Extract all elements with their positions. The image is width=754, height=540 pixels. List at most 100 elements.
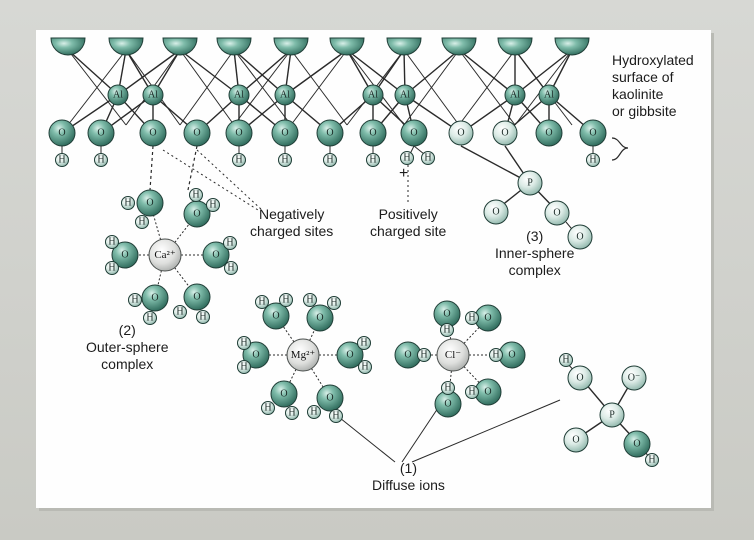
water-hydrogen: H [465,311,479,325]
water-hydrogen-shape [189,188,203,202]
protonated-hydrogen: H [400,151,414,165]
free-phosphorus-atom-label: P [609,410,615,421]
water-oxygen-shape [111,241,139,269]
water-hydrogen: H [357,336,371,350]
surface-oxygen-cap [329,37,365,56]
positive-site-line: charged site [370,223,447,239]
surface-oxygen-cap [386,37,422,56]
surface-oxygen-label: O [193,128,200,139]
water-hydrogen-shape [489,348,503,362]
phosphate-oxygen: O [567,224,593,250]
surface-oxygen: O [492,120,518,146]
bond-line [458,49,516,96]
aluminum-atom-shape [504,84,526,106]
phosphorus-atom-label: P [527,178,533,189]
water-hydrogen: H [224,261,238,275]
water-oxygen: O [136,189,164,217]
bond-line [290,49,348,126]
surface-hydroxyl-hydrogen-label: H [369,155,376,166]
aluminum-atom-shape [394,84,416,106]
water-hydrogen-label: H [492,350,499,361]
water-oxygen-shape [202,241,230,269]
phosphate-oxygen-minus: O⁻ [621,365,647,391]
water-oxygen: O [111,241,139,269]
chloride-ion-label: Cl⁻ [445,349,461,361]
phosphorus-atom: P [517,170,543,196]
phosphate-oxygen-label: O [553,208,560,219]
water-hydrogen-shape [357,336,371,350]
water-hydrogen-shape [441,381,455,395]
surface-oxygen-label: O [281,128,288,139]
water-oxygen-label: O [121,250,128,261]
aluminum-atom-shape [538,84,560,106]
phosphate-oxygen-label: O [576,373,583,384]
phosphate-oxygen-shape [544,200,570,226]
water-hydrogen: H [303,293,317,307]
surface-hydroxyl-hydrogen: H [323,153,337,167]
plus-sign: + [399,165,409,182]
magnesium-ion-label: Mg²⁺ [291,349,316,361]
water-hydrogen-shape [307,405,321,419]
bond-line [403,49,460,126]
aluminum-atom-label: Al [148,90,158,101]
water-hydrogen-label: H [108,237,115,248]
outer-sphere-label: (2) Outer-sphere complex [86,322,168,373]
aluminum-atom-label: Al [510,90,520,101]
free-phosphorus-atom: P [599,402,625,428]
bond-line [67,49,119,96]
electrostatic-bond [187,145,198,191]
inner-sphere-line: (3) [526,228,544,244]
water-hydrogen-shape [196,310,210,324]
phosphate-oxygen-shape [623,430,651,458]
bond-line [67,49,127,126]
bond-line [404,49,460,96]
water-oxygen: O [262,302,290,330]
water-hydrogen-label: H [310,407,317,418]
surface-oxygen: O [359,119,387,147]
water-oxygen-label: O [252,350,259,361]
water-hydrogen-label: H [468,313,475,324]
surface-oxygen-label: O [235,128,242,139]
water-hydrogen-shape [279,293,293,307]
surface-hydroxyl-hydrogen-shape [366,153,380,167]
surface-oxygen-shape [271,119,299,147]
water-hydrogen-label: H [443,325,450,336]
inner-sphere-label: (3) Inner-sphere complex [495,228,574,279]
outer-sphere-line: (2) [118,322,136,338]
aluminum-atom-label: Al [544,90,554,101]
bond-line [179,49,240,96]
calcium-ion-shape [148,238,182,272]
water-hydrogen-label: H [282,295,289,306]
water-hydrogen-label: H [131,295,138,306]
water-hydrogen-shape [465,311,479,325]
phosphate-hydrogen-label: H [648,455,655,466]
surface-hydroxyl-hydrogen-shape [278,153,292,167]
water-hydrogen: H [489,348,503,362]
water-hydrogen-label: H [258,297,265,308]
water-hydrogen-shape [327,296,341,310]
protonated-hydrogen: H [421,151,435,165]
phosphate-oxygen-label: O [633,439,640,450]
surface-oxygen-cap [108,37,144,56]
water-hydrogen-shape [105,235,119,249]
chloride-ion: Cl⁻ [436,338,470,372]
protonated-hydrogen-label: H [424,153,431,164]
surface-hydroxyl-hydrogen: H [366,153,380,167]
magnesium-ion-shape [286,338,320,372]
water-hydrogen: H [173,305,187,319]
surface-hydroxyl-hydrogen-shape [55,153,69,167]
aluminum-atom-label: Al [400,90,410,101]
phosphate-oxygen: O [483,199,509,225]
water-hydrogen-shape [105,261,119,275]
water-hydrogen-label: H [199,312,206,323]
ion-layer: Ca²⁺Mg²⁺Cl⁻ [148,238,470,372]
surface-hydroxyl-hydrogen-label: H [97,155,104,166]
water-hydrogen: H [279,293,293,307]
water-hydrogen: H [261,401,275,415]
water-hydrogen: H [196,310,210,324]
water-hydrogen: H [358,360,372,374]
water-oxygen-label: O [508,350,515,361]
aluminum-atom-shape [274,84,296,106]
water-oxygen-shape [316,384,344,412]
